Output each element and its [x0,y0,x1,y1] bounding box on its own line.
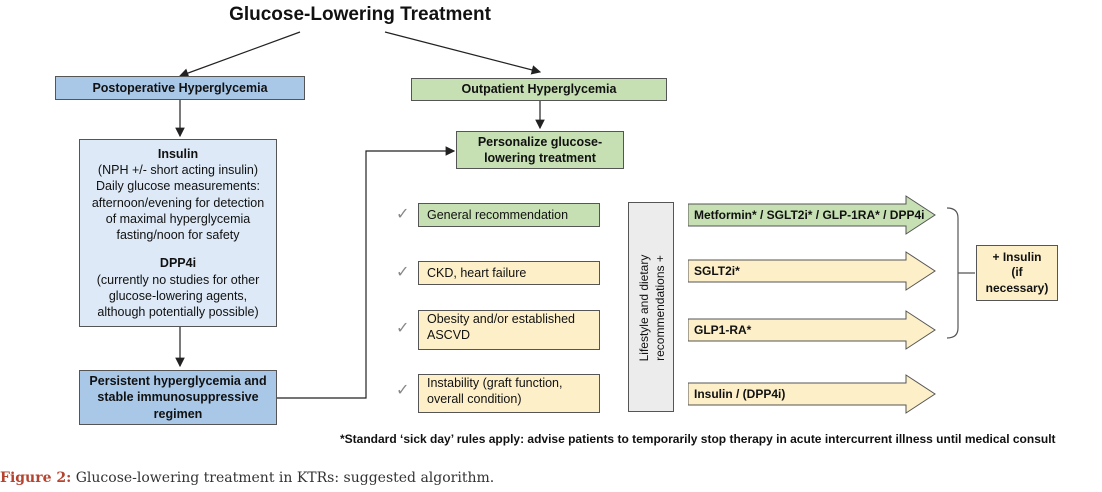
insulin-line: (NPH +/- short acting insulin) [97,163,259,177]
arrow-title-to-outpatient [384,31,542,75]
persistent-line: Persistent hyperglycemia and [89,374,267,389]
condition-ckd: CKD, heart failure [418,261,600,285]
therapy-arrow-obesity: GLP1-RA* [688,310,936,350]
check-icon: ✓ [396,206,410,223]
check-icon: ✓ [396,320,410,337]
insulin-line: afternoon/evening for detection [91,195,265,210]
condition-line: ASCVD [427,328,471,343]
persistent-line: regimen [153,406,203,421]
figure-caption: Figure 2: Glucose-lowering treatment in … [0,470,700,486]
insulin-box-line: (if [1011,265,1023,280]
footnote: *Standard ‘sick day’ rules apply: advise… [340,432,1056,446]
arrow-title-to-postop [178,31,301,78]
condition-line: Obesity and/or established [427,312,576,326]
condition-instability: Instability (graft function, overall con… [418,374,600,413]
insulin-line: fasting/noon for safety [116,228,240,242]
personalize-line: lowering treatment [484,151,596,165]
insulin-title: Insulin [157,146,199,161]
dpp4i-line: (currently no studies for other [96,272,260,287]
insulin-box: Insulin (NPH +/- short acting insulin) D… [79,139,277,327]
condition-general: General recommendation [418,203,600,227]
personalize-line: Personalize glucose- [477,134,603,149]
insulin-box-line: + Insulin [992,249,1042,264]
therapy-label: Metformin* / SGLT2i* / GLP-1RA* / DPP4i [694,208,925,222]
insulin-box-line: necessary) [985,280,1049,295]
lifestyle-line: recommendations + [653,255,667,361]
dpp4i-title: DPP4i [159,256,197,271]
lifestyle-box: Lifestyle and dietary recommendations + [628,202,674,412]
caption-text: Glucose-lowering treatment in KTRs: sugg… [71,470,495,486]
lifestyle-line: Lifestyle and dietary [636,254,651,362]
outpatient-header: Outpatient Hyperglycemia [411,78,667,101]
check-icon: ✓ [396,264,410,281]
therapy-label: GLP1-RA* [694,323,752,337]
insulin-line: of maximal hyperglycemia [105,211,251,226]
therapy-arrow-general: Metformin* / SGLT2i* / GLP-1RA* / DPP4i [688,195,936,235]
diagram-title: Glucose-Lowering Treatment [229,4,491,25]
condition-line: overall condition) [427,392,522,407]
therapy-brace [946,207,959,339]
condition-obesity: Obesity and/or established ASCVD [418,310,600,350]
dpp4i-line: although potentially possible) [97,305,259,319]
persistent-box: Persistent hyperglycemia and stable immu… [79,370,277,425]
dpp4i-line: glucose-lowering agents, [108,288,248,303]
insulin-if-necessary-box: + Insulin (if necessary) [976,245,1058,301]
condition-line: Instability (graft function, [427,376,563,390]
persistent-line: stable immunosuppressive [97,390,259,405]
arrow-persistent-to-personalize [276,146,456,399]
therapy-arrow-instability: Insulin / (DPP4i) [688,374,936,414]
personalize-box: Personalize glucose- lowering treatment [456,131,624,169]
check-icon: ✓ [396,382,410,399]
therapy-label: Insulin / (DPP4i) [694,387,786,401]
insulin-line: Daily glucose measurements: [96,179,260,194]
postop-header: Postoperative Hyperglycemia [55,76,305,100]
caption-label: Figure 2: [0,470,72,486]
therapy-arrow-ckd: SGLT2i* [688,251,936,291]
therapy-label: SGLT2i* [694,264,740,278]
